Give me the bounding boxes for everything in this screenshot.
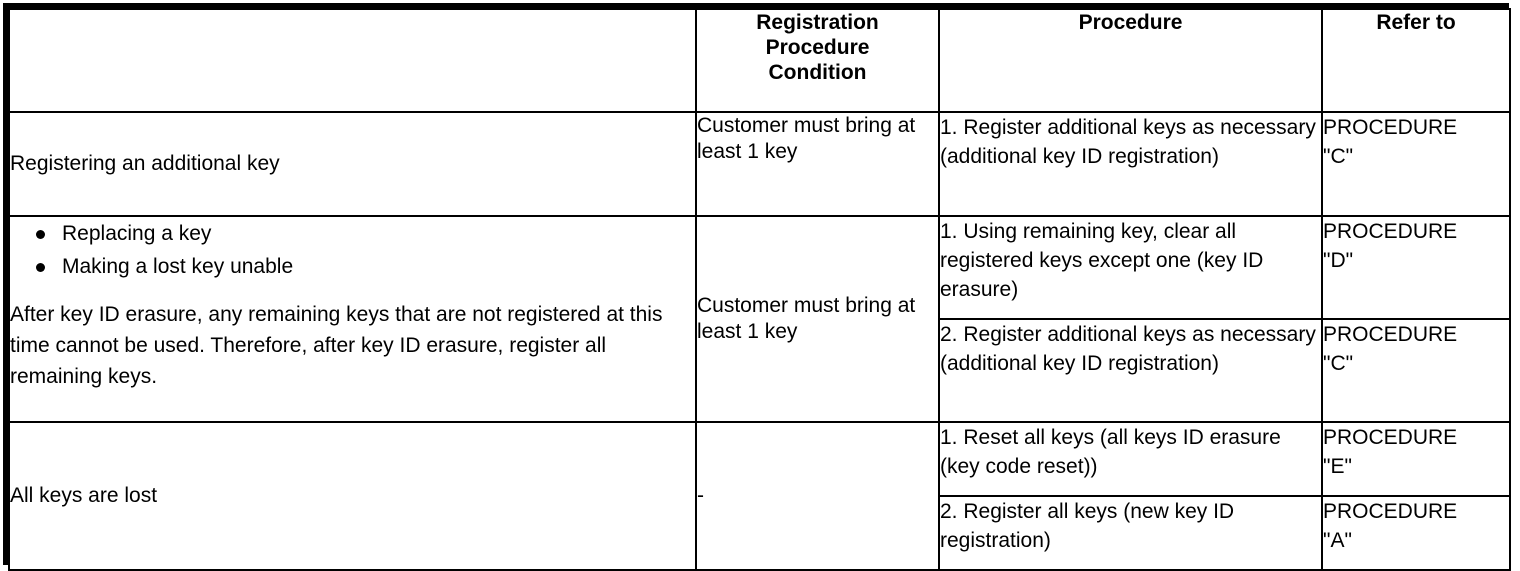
table-row: Registering an additional key Customer m… xyxy=(8,111,1511,217)
refer-to-line-2: "C" xyxy=(1323,145,1354,168)
refer-to-line-2: "A" xyxy=(1323,529,1352,552)
refer-to-line-2: "D" xyxy=(1323,249,1354,272)
refer-to-line-1: PROCEDURE xyxy=(1323,426,1458,449)
refer-to-cell-row-3-step-1: PROCEDURE "E" xyxy=(1321,421,1511,497)
condition-cell-row-1: Customer must bring at least 1 key xyxy=(695,111,940,217)
bullet-label: Replacing a key xyxy=(62,222,212,245)
table-row: All keys are lost - 1. Reset all keys (a… xyxy=(8,421,1511,571)
header-row: Registration Procedure Condition Procedu… xyxy=(8,8,1511,113)
bullet-label: Making a lost key unable xyxy=(62,255,294,278)
list-item: Making a lost key unable xyxy=(10,254,695,280)
procedure-text: 1. Register additional keys as necessary… xyxy=(940,116,1316,168)
case-note-text: After key ID erasure, any remaining keys… xyxy=(10,303,663,388)
bullet-icon xyxy=(36,263,45,272)
header-procedure: Procedure xyxy=(938,8,1323,113)
refer-to-line-1: PROCEDURE xyxy=(1323,323,1458,346)
case-cell-all-keys-lost: All keys are lost xyxy=(8,421,697,571)
table-header: Registration Procedure Condition Procedu… xyxy=(8,8,1511,113)
table-row: 2. Register all keys (new key ID registr… xyxy=(9,495,1511,571)
refer-to-line-1: PROCEDURE xyxy=(1323,116,1458,139)
procedure-cell-row-1-step-1: 1. Register additional keys as necessary… xyxy=(938,111,1323,217)
table-row: Replacing a key Making a lost key unable… xyxy=(8,215,1511,423)
condition-cell-row-2: Customer must bring at least 1 key xyxy=(695,215,940,423)
case-cell-registering-additional-key: Registering an additional key xyxy=(8,111,697,217)
bullet-icon xyxy=(36,230,45,239)
procedure-cell-row-3-step-1: 1. Reset all keys (all keys ID erasure (… xyxy=(938,421,1323,497)
header-refer-to: Refer to xyxy=(1321,8,1511,113)
procedure-cell-row-2-step-2: 2. Register additional keys as necessary… xyxy=(938,318,1323,423)
case-text: All keys are lost xyxy=(10,484,158,507)
list-item: Replacing a key xyxy=(10,221,695,247)
case-cell-replacing-key: Replacing a key Making a lost key unable… xyxy=(8,215,697,423)
case-text: Registering an additional key xyxy=(10,152,280,175)
header-case xyxy=(8,8,697,113)
header-condition-line-1: Registration xyxy=(756,11,879,34)
key-registration-table-container: Registration Procedure Condition Procedu… xyxy=(3,3,1511,571)
refer-to-cell-row-2-step-1: PROCEDURE "D" xyxy=(1321,215,1511,320)
header-registration-procedure-condition: Registration Procedure Condition xyxy=(695,8,940,113)
refer-to-line-2: "C" xyxy=(1323,352,1354,375)
table-body: Registering an additional key Customer m… xyxy=(8,111,1511,571)
refer-to-cell-row-1-step-1: PROCEDURE "C" xyxy=(1321,111,1511,217)
refer-to-cell-row-2-step-2: PROCEDURE "C" xyxy=(1321,318,1511,423)
table-row: 2. Register additional keys as necessary… xyxy=(9,318,1511,423)
header-condition-line-2: Procedure xyxy=(765,36,870,59)
procedure-text: 2. Register all keys (new key ID registr… xyxy=(940,500,1235,552)
case-bullet-list: Replacing a key Making a lost key unable xyxy=(10,221,695,280)
procedure-text: 1. Using remaining key, clear all regist… xyxy=(940,220,1264,301)
refer-to-line-2: "E" xyxy=(1323,455,1352,478)
procedure-text: 1. Reset all keys (all keys ID erasure (… xyxy=(940,426,1281,478)
refer-to-line-1: PROCEDURE xyxy=(1323,500,1458,523)
procedure-text: 2. Register additional keys as necessary… xyxy=(940,323,1316,375)
header-condition-line-3: Condition xyxy=(768,61,867,84)
procedure-cell-row-3-step-2: 2. Register all keys (new key ID registr… xyxy=(938,495,1323,571)
procedure-cell-row-2-step-1: 1. Using remaining key, clear all regist… xyxy=(938,215,1323,320)
key-registration-table: Registration Procedure Condition Procedu… xyxy=(8,8,1511,571)
condition-cell-row-3: - xyxy=(695,421,940,571)
refer-to-line-1: PROCEDURE xyxy=(1323,220,1458,243)
refer-to-cell-row-3-step-2: PROCEDURE "A" xyxy=(1321,495,1511,571)
